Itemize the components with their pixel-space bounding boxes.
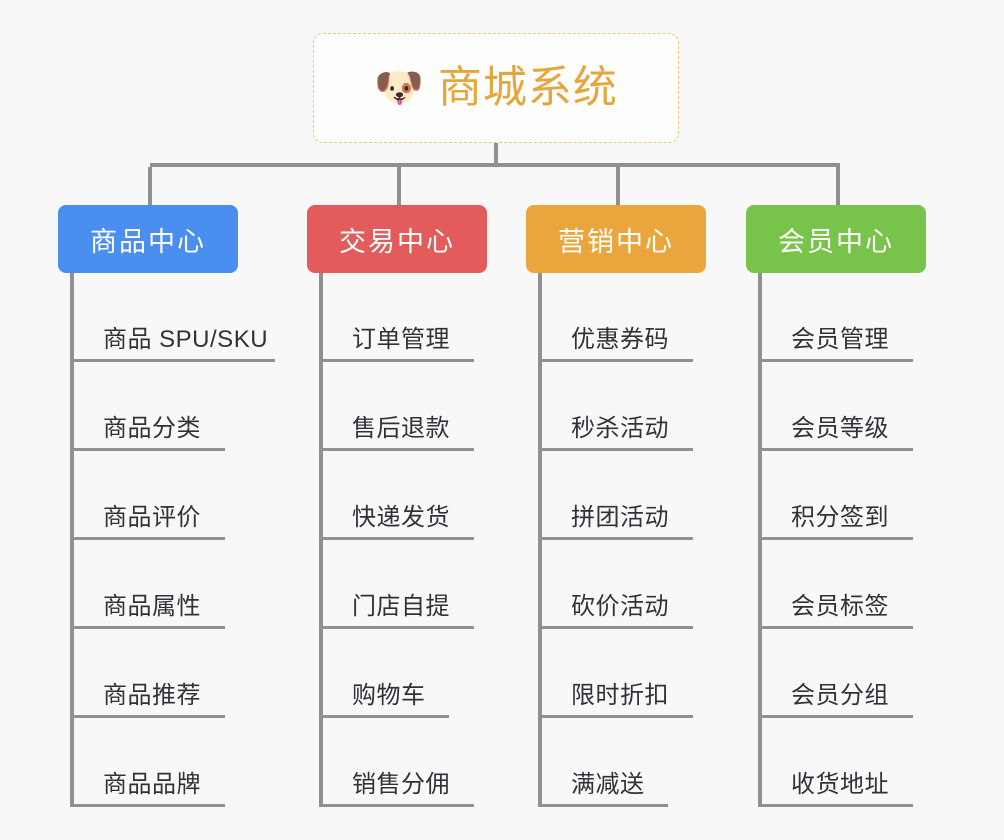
leaf-item-label: 购物车 [352, 681, 426, 709]
leaf-item-label: 砍价活动 [571, 592, 669, 620]
leaf-item[interactable]: 商品 SPU/SKU [70, 273, 275, 362]
category-header-label: 商品中心 [90, 226, 206, 257]
category-header-member-center[interactable]: 会员中心 [746, 205, 926, 273]
leaf-item[interactable]: 积分签到 [758, 451, 913, 540]
leaf-item[interactable]: 门店自提 [319, 540, 474, 629]
leaf-item-label: 会员等级 [791, 414, 889, 442]
leaf-item-label: 优惠券码 [571, 325, 669, 353]
leaf-item-label: 商品评价 [103, 503, 201, 531]
category-header-marketing-center[interactable]: 营销中心 [526, 205, 706, 273]
leaf-item-label: 积分签到 [791, 503, 889, 531]
leaf-item[interactable]: 商品属性 [70, 540, 225, 629]
leaf-item-label: 满减送 [571, 770, 645, 798]
leaf-item[interactable]: 会员等级 [758, 362, 913, 451]
leaf-item-label: 门店自提 [352, 592, 450, 620]
category-drop-connector [397, 167, 401, 205]
root-stem-connector [494, 143, 498, 165]
leaf-item[interactable]: 售后退款 [319, 362, 474, 451]
leaf-item-label: 商品属性 [103, 592, 201, 620]
category-header-label: 营销中心 [558, 226, 674, 257]
leaf-item-label: 会员分组 [791, 681, 889, 709]
horizontal-bus-connector [150, 163, 840, 167]
leaf-item-label: 限时折扣 [571, 681, 669, 709]
leaf-item[interactable]: 砍价活动 [538, 540, 693, 629]
root-node[interactable]: 🐶 商城系统 [313, 33, 679, 143]
leaf-item[interactable]: 订单管理 [319, 273, 474, 362]
category-trunk-connector [319, 273, 323, 807]
leaf-item-label: 商品品牌 [103, 770, 201, 798]
category-drop-connector [836, 167, 840, 205]
leaf-item-label: 快递发货 [352, 503, 450, 531]
leaf-item[interactable]: 商品评价 [70, 451, 225, 540]
leaf-item[interactable]: 拼团活动 [538, 451, 693, 540]
leaf-item[interactable]: 商品推荐 [70, 629, 225, 718]
leaf-item-label: 会员管理 [791, 325, 889, 353]
leaf-item[interactable]: 商品品牌 [70, 718, 225, 807]
leaf-item-label: 售后退款 [352, 414, 450, 442]
leaf-item-label: 销售分佣 [352, 770, 450, 798]
category-trunk-connector [538, 273, 542, 807]
category-header-trade-center[interactable]: 交易中心 [307, 205, 487, 273]
leaf-item[interactable]: 限时折扣 [538, 629, 693, 718]
leaf-item-label: 收货地址 [791, 770, 889, 798]
leaf-item[interactable]: 快递发货 [319, 451, 474, 540]
leaf-item[interactable]: 优惠券码 [538, 273, 693, 362]
leaf-item-label: 秒杀活动 [571, 414, 669, 442]
leaf-item[interactable]: 会员标签 [758, 540, 913, 629]
root-title: 商城系统 [437, 63, 618, 112]
leaf-item-label: 商品 SPU/SKU [103, 325, 269, 353]
category-drop-connector [616, 167, 620, 205]
leaf-item[interactable]: 满减送 [538, 718, 668, 807]
leaf-item[interactable]: 商品分类 [70, 362, 225, 451]
category-header-label: 会员中心 [778, 226, 894, 257]
leaf-item-label: 会员标签 [791, 592, 889, 620]
leaf-item[interactable]: 购物车 [319, 629, 449, 718]
leaf-item-label: 订单管理 [352, 325, 450, 353]
leaf-item[interactable]: 会员分组 [758, 629, 913, 718]
shiba-dog-face-icon: 🐶 [374, 66, 424, 110]
leaf-item[interactable]: 秒杀活动 [538, 362, 693, 451]
category-header-label: 交易中心 [339, 226, 455, 257]
leaf-item-label: 商品分类 [103, 414, 201, 442]
category-trunk-connector [758, 273, 762, 807]
category-drop-connector [148, 167, 152, 205]
leaf-item-label: 商品推荐 [103, 681, 201, 709]
category-header-product-center[interactable]: 商品中心 [58, 205, 238, 273]
leaf-item[interactable]: 收货地址 [758, 718, 913, 807]
leaf-item[interactable]: 销售分佣 [319, 718, 474, 807]
leaf-item[interactable]: 会员管理 [758, 273, 913, 362]
leaf-item-label: 拼团活动 [571, 503, 669, 531]
category-trunk-connector [70, 273, 74, 807]
